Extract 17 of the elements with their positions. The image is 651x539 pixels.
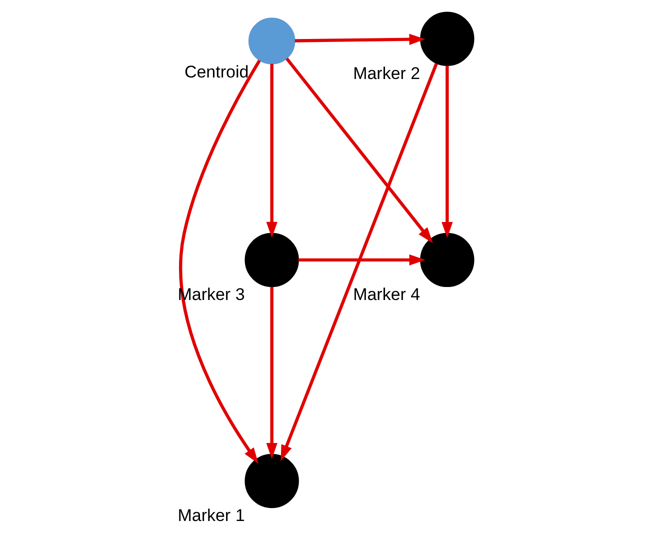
arrow [298,254,426,266]
node-circle [420,12,474,66]
arrow [266,64,278,238]
arrow [442,66,453,238]
node-circle [244,232,299,288]
arrow [280,62,438,462]
arrow [179,60,261,464]
node-label: Marker 1 [178,506,245,526]
arrow [266,286,278,460]
node-label: Centroid [184,62,249,82]
node-label: Marker 2 [353,64,420,84]
node-circle [248,18,296,64]
arrow [294,34,426,45]
node-circle [244,454,299,508]
arrow [286,58,433,244]
node-circle [420,232,474,288]
node-label: Marker 4 [353,285,420,304]
